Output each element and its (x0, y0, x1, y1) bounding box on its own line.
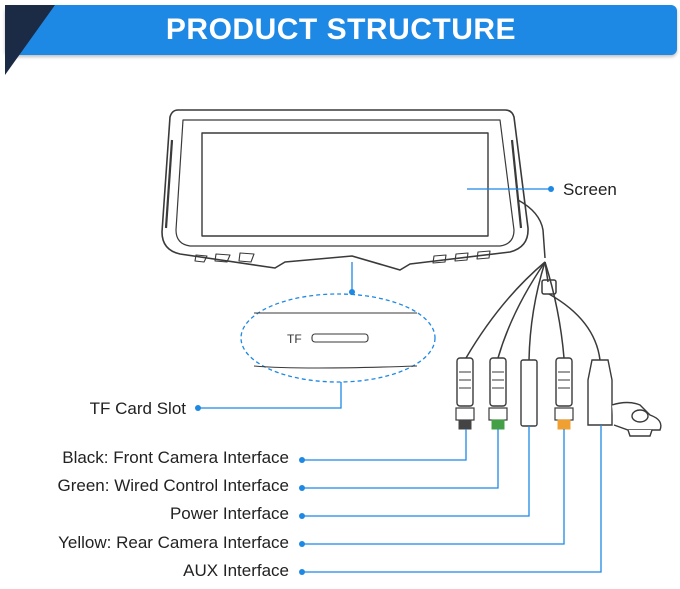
mirror-outer-shell (161, 109, 529, 271)
header-corner-decoration (5, 5, 55, 75)
mirror-bottom-button-6 (476, 250, 491, 260)
cable-harness (465, 199, 601, 361)
power-interface-label: Power Interface (169, 504, 289, 523)
cable-green (497, 261, 546, 359)
tf-slot-opening (311, 333, 369, 343)
green-interface-label: Green: Wired Control Interface (57, 476, 289, 495)
mirror-bottom-button-5 (454, 252, 469, 262)
header-banner: PRODUCT STRUCTURE (5, 5, 677, 75)
tf-slot-zoom-ellipse (240, 293, 436, 383)
page-title: PRODUCT STRUCTURE (165, 13, 517, 46)
connector-black (299, 357, 475, 463)
cable-black (465, 261, 546, 359)
screen-callout (467, 186, 554, 192)
cable-aux (544, 261, 549, 283)
connector-yellow (299, 357, 574, 547)
aux-interface-label: AUX Interface (183, 561, 289, 580)
mirror-right-trim (510, 139, 523, 229)
connector-green (299, 357, 508, 491)
tf-slot-marking: TF (287, 332, 302, 346)
mirror-bottom-button-3 (238, 252, 255, 263)
mirror-bottom-button-4 (432, 254, 447, 264)
cable-yellow (544, 261, 565, 359)
black-interface-label: Black: Front Camera Interface (62, 448, 289, 467)
yellow-interface-label: Yellow: Rear Camera Interface (58, 533, 289, 552)
screen-label: Screen (563, 180, 617, 199)
mirror-device (161, 109, 529, 271)
mirror-bottom-button-2 (214, 253, 231, 263)
mirror-inner-bezel (175, 119, 515, 247)
mirror-left-trim (164, 139, 174, 229)
connector-power (299, 359, 538, 519)
tf-slot-callout (195, 262, 436, 411)
mirror-screen (201, 132, 489, 237)
cable-power (528, 261, 546, 361)
connector-aux (299, 359, 662, 575)
main-cable (517, 199, 546, 259)
tf-card-slot-label: TF Card Slot (89, 399, 186, 418)
tf-slot-edge (253, 312, 418, 369)
mirror-bottom-button-1 (194, 254, 208, 263)
